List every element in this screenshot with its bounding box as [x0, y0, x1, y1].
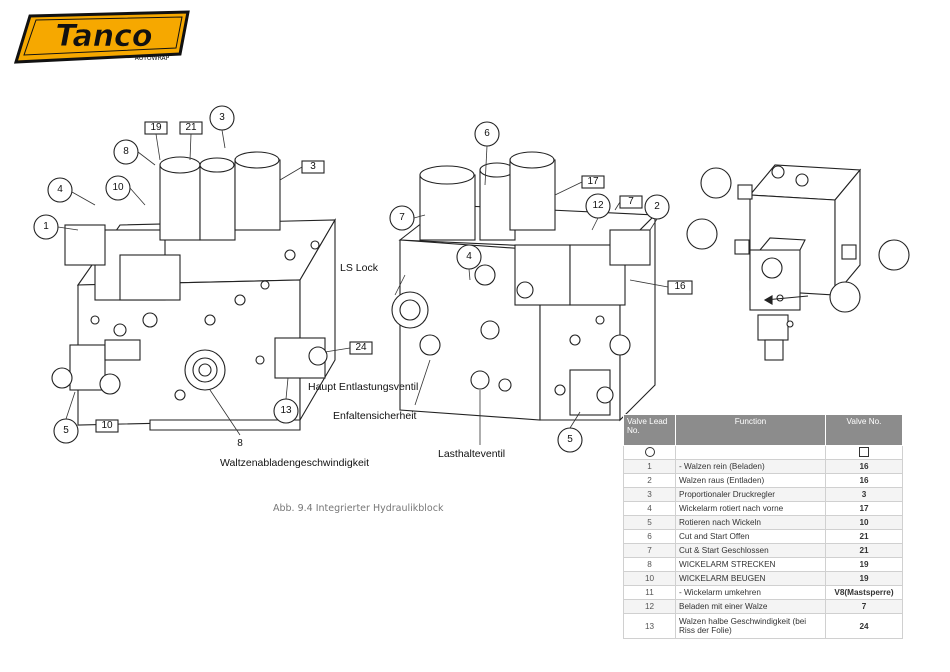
callout-3b: 3	[310, 161, 316, 172]
label-lasthalteventil: Lasthalteventil	[438, 448, 506, 460]
callout-24: 24	[355, 342, 367, 353]
circle-symbol-icon	[644, 446, 655, 457]
row-valve-no: 21	[825, 529, 903, 544]
row-valve-no: 3	[825, 487, 903, 502]
callout-8: 8	[123, 146, 129, 157]
row-function: Beladen mit einer Walze	[675, 599, 826, 614]
logo-brand-text: Tanco	[56, 19, 153, 54]
header-valve-no: Valve No.	[825, 414, 903, 446]
callout-5: 5	[63, 425, 69, 436]
label-haupt-entlastungsventil: Haupt Entlastungsventil	[308, 381, 419, 393]
row-valve-no: 24	[825, 613, 903, 639]
figure-caption: Abb. 9.4 Integrierter Hydraulikblock	[273, 503, 444, 514]
row-function: Rotieren nach Wickeln	[675, 515, 826, 530]
row-valve-no: 10	[825, 515, 903, 530]
left-valve-block	[51, 151, 336, 431]
header-function: Function	[675, 414, 826, 446]
callout-1: 1	[43, 221, 49, 232]
row-lead-no: 3	[623, 487, 676, 502]
row-function: WICKELARM BEUGEN	[675, 571, 826, 586]
row-valve-no: 16	[825, 473, 903, 488]
callout-16: 16	[674, 281, 686, 292]
row-function: Cut and Start Offen	[675, 529, 826, 544]
row-lead-no: 5	[623, 515, 676, 530]
row-function: Proportionaler Druckregler	[675, 487, 826, 502]
callout-5m: 5	[567, 434, 573, 445]
callout-4m: 4	[466, 251, 472, 262]
callout-10b: 10	[101, 420, 113, 431]
header-valve-lead: Valve Lead No.	[623, 414, 676, 446]
row-lead-no: 10	[623, 571, 676, 586]
row-lead-no: 1	[623, 459, 676, 474]
valve-lead-table: Valve Lead No. Function Valve No. 1- Wal…	[623, 414, 903, 639]
row-valve-no: 21	[825, 543, 903, 558]
callout-17: 17	[587, 176, 599, 187]
row-valve-no: 19	[825, 557, 903, 572]
label-waltzenabladen: Waltzenabladengeschwindigkeit	[220, 457, 370, 469]
logo-tagline: AUTOWRAP	[135, 55, 170, 62]
row-lead-no: 7	[623, 543, 676, 558]
right-callouts	[686, 167, 910, 313]
callout-19: 19	[150, 122, 162, 133]
row-lead-no: 6	[623, 529, 676, 544]
row-lead-no: 11	[623, 585, 676, 600]
middle-callouts	[389, 121, 693, 453]
row-lead-no: 2	[623, 473, 676, 488]
row-valve-no: 19	[825, 571, 903, 586]
square-symbol-icon	[859, 446, 869, 457]
middle-valve-block	[391, 151, 657, 422]
row-function: - Wickelarm umkehren	[675, 585, 826, 600]
row-valve-no: 17	[825, 501, 903, 516]
row-valve-no: 16	[825, 459, 903, 474]
callout-7m: 7	[628, 196, 634, 207]
row-lead-no: 4	[623, 501, 676, 516]
row-function: - Walzen rein (Beladen)	[675, 459, 826, 474]
callout-13: 13	[280, 405, 292, 416]
callout-8b: 8	[237, 438, 243, 449]
callout-7: 7	[399, 212, 405, 223]
row-valve-no: 7	[825, 599, 903, 614]
table-row: 1- Walzen rein (Beladen)16	[623, 459, 903, 474]
left-callouts	[33, 105, 373, 444]
label-enfaltensicherheit: Enfaltensicherheit	[333, 410, 417, 422]
callout-12: 12	[592, 200, 604, 211]
row-function: WICKELARM STRECKEN	[675, 557, 826, 572]
row-valve-no: V8(Mastsperre)	[825, 585, 903, 600]
right-valve-block	[734, 164, 862, 361]
callout-21: 21	[185, 122, 197, 133]
table-symbol-row	[623, 445, 903, 460]
tanco-logo: Tanco AUTOWRAP	[13, 10, 190, 64]
row-lead-no: 8	[623, 557, 676, 572]
row-lead-no: 13	[623, 613, 676, 639]
callout-4: 4	[57, 184, 63, 195]
label-ls-lock: LS Lock	[340, 262, 378, 274]
callout-2: 2	[654, 201, 660, 212]
callout-3a: 3	[219, 112, 225, 123]
callout-6: 6	[484, 128, 490, 139]
callout-10: 10	[112, 182, 124, 193]
row-function: Walzen raus (Entladen)	[675, 473, 826, 488]
row-function: Walzen halbe Geschwindigkeit (bei Riss d…	[675, 613, 826, 639]
row-function: Cut & Start Geschlossen	[675, 543, 826, 558]
row-lead-no: 12	[623, 599, 676, 614]
row-function: Wickelarm rotiert nach vorne	[675, 501, 826, 516]
